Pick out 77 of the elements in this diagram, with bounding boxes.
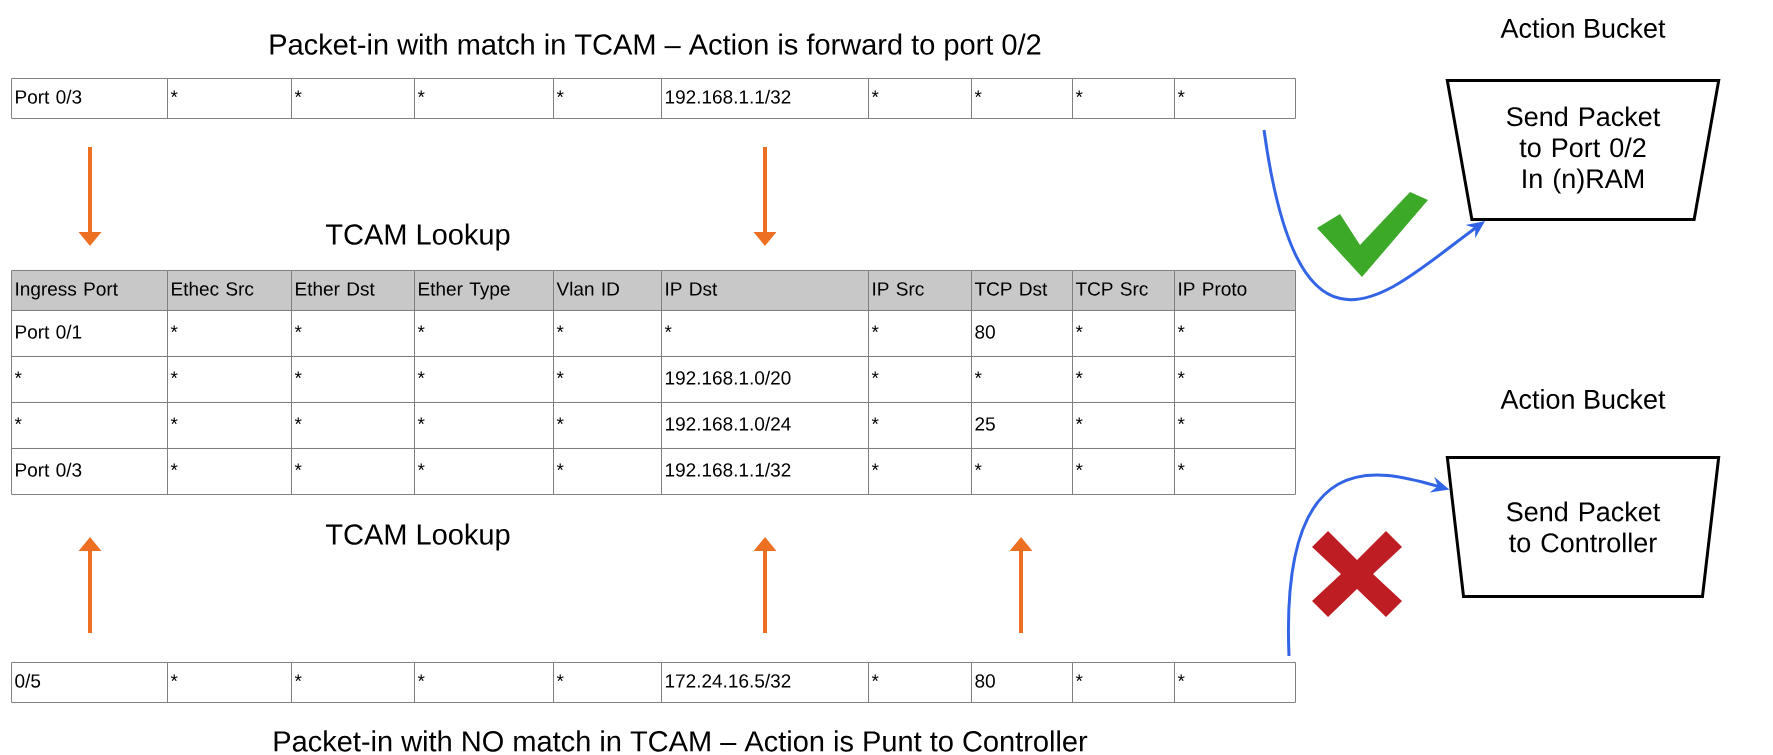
table-cell: * <box>661 310 869 357</box>
table-cell: * <box>1174 448 1296 495</box>
table-cell: * <box>414 78 554 119</box>
header-cell: Ethec Src <box>167 270 292 311</box>
table-cell: * <box>414 310 554 357</box>
table-cell: * <box>553 448 662 495</box>
header-cell: Vlan ID <box>553 270 662 311</box>
table-cell: * <box>971 78 1073 119</box>
heading: Packet-in with match in TCAM – Action is forward to port 0/2 <box>270 33 1041 61</box>
table-cell: * <box>291 78 415 119</box>
table-cell: * <box>414 662 554 703</box>
table-cell: * <box>11 402 168 449</box>
table-cell: 172.24.16.5/32 <box>661 662 869 703</box>
heading: Packet-in with NO match in TCAM – Action is Punt to Controller <box>274 730 1088 752</box>
table-cell: Port 0/3 <box>11 448 168 495</box>
table-cell: * <box>291 402 415 449</box>
table-cell: * <box>553 662 662 703</box>
table-cell: 192.168.1.0/20 <box>661 356 869 403</box>
table-cell: * <box>167 662 292 703</box>
table-cell: * <box>1174 310 1296 357</box>
table-cell: * <box>167 310 292 357</box>
table-cell: * <box>868 402 972 449</box>
table-cell: * <box>1072 310 1175 357</box>
table-cell: * <box>1174 662 1296 703</box>
table-cell: Port 0/3 <box>11 78 168 119</box>
header-cell: TCP Dst <box>971 270 1073 311</box>
header-cell: TCP Src <box>1072 270 1175 311</box>
table-cell: 192.168.1.1/32 <box>661 448 869 495</box>
table-cell: * <box>868 310 972 357</box>
bucket-heading: Action Bucket <box>1500 389 1666 409</box>
table-cell: * <box>291 310 415 357</box>
table-cell: * <box>414 448 554 495</box>
table-cell: * <box>553 356 662 403</box>
table-cell: * <box>868 448 972 495</box>
table-cell: * <box>1174 356 1296 403</box>
bucket-trapezoid: Send Packet to Controller <box>1445 456 1721 598</box>
bucket-trapezoid: Send Packet to Port 0/2 In (n)RAM <box>1445 79 1721 221</box>
bucket-heading: Action Bucket <box>1500 18 1666 38</box>
table-cell: * <box>1174 78 1296 119</box>
table-cell: 192.168.1.1/32 <box>661 78 869 119</box>
table-cell: * <box>167 402 292 449</box>
table-cell: * <box>1072 448 1175 495</box>
table-cell: Port 0/1 <box>11 310 168 357</box>
table-cell: 80 <box>971 662 1073 703</box>
table-cell: * <box>971 448 1073 495</box>
table-cell: * <box>414 356 554 403</box>
lookup-label: TCAM Lookup <box>326 523 510 551</box>
table-cell: * <box>1072 402 1175 449</box>
lookup-label: TCAM Lookup <box>326 223 510 251</box>
table-cell: * <box>553 310 662 357</box>
header-cell: IP Proto <box>1174 270 1296 311</box>
table-cell: * <box>553 402 662 449</box>
table-cell: * <box>291 448 415 495</box>
table-cell: * <box>1072 356 1175 403</box>
table-cell: * <box>291 356 415 403</box>
table-cell: * <box>291 662 415 703</box>
header-cell: Ether Type <box>414 270 554 311</box>
table-cell: 80 <box>971 310 1073 357</box>
table-cell: 0/5 <box>11 662 168 703</box>
table-cell: * <box>553 78 662 119</box>
table-cell: * <box>868 662 972 703</box>
table-cell: * <box>1072 78 1175 119</box>
table-cell: * <box>11 356 168 403</box>
header-cell: IP Src <box>868 270 972 311</box>
table-cell: * <box>1174 402 1296 449</box>
header-cell: Ether Dst <box>291 270 415 311</box>
table-cell: * <box>167 448 292 495</box>
table-cell: 25 <box>971 402 1073 449</box>
table-cell: * <box>167 78 292 119</box>
header-cell: Ingress Port <box>11 270 168 311</box>
table-cell: * <box>1072 662 1175 703</box>
table-cell: * <box>167 356 292 403</box>
table-cell: * <box>868 78 972 119</box>
table-cell: * <box>971 356 1073 403</box>
table-cell: * <box>868 356 972 403</box>
table-cell: 192.168.1.0/24 <box>661 402 869 449</box>
table-cell: * <box>414 402 554 449</box>
